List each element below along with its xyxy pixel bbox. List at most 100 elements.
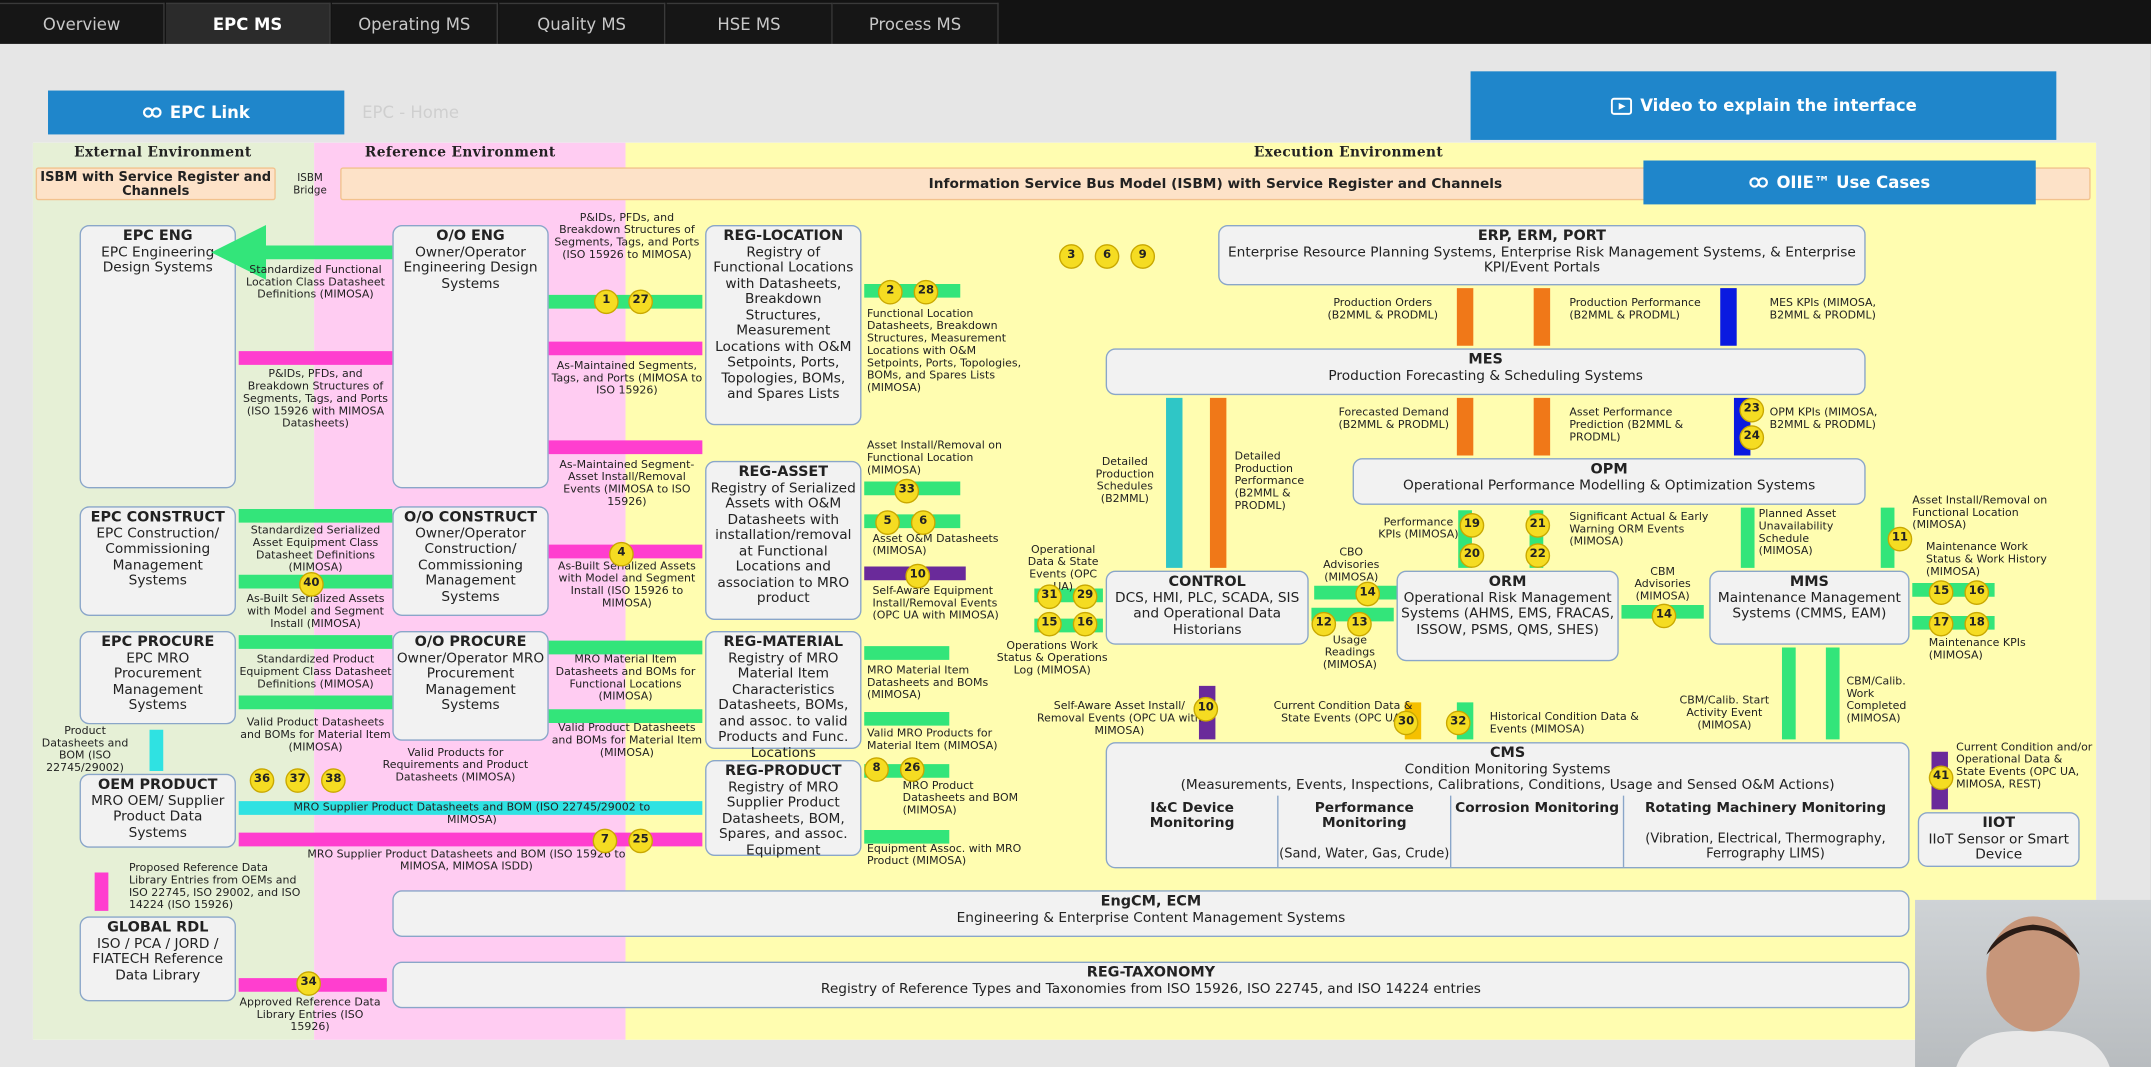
use-case-badge-9[interactable]: 9	[1130, 244, 1156, 269]
label-asset-om-datasheets: Asset O&M Datasheets (MIMOSA)	[872, 532, 999, 557]
label-as-built-mimosa: As-Built Serialized Assets with Model an…	[246, 592, 385, 630]
use-case-badge-10[interactable]: 10	[1193, 696, 1219, 722]
epc-architecture-diagram: External Environment Reference Environme…	[32, 142, 2097, 1040]
use-case-badge-7[interactable]: 7	[592, 828, 618, 854]
use-case-badge-15[interactable]: 15	[1037, 611, 1062, 637]
use-case-badge-16[interactable]: 16	[1964, 580, 1990, 605]
tab-quality-ms[interactable]: Quality MS	[499, 2, 666, 44]
use-case-badge-2[interactable]: 2	[877, 279, 903, 305]
use-case-badge-10[interactable]: 10	[905, 563, 931, 589]
label-asset-install-mms: Asset Install/Removal on Functional Loca…	[1912, 493, 2048, 531]
use-case-badge-14[interactable]: 14	[1355, 581, 1381, 607]
video-button[interactable]: Video to explain the interface	[1470, 71, 2057, 140]
label-production-orders: Production Orders (B2MML & PRODML)	[1327, 296, 1439, 322]
label-pids-mimosa: P&IDs, PFDs, and Breakdown Structures of…	[243, 367, 388, 430]
use-case-badge-34[interactable]: 34	[296, 971, 322, 996]
use-case-badge-25[interactable]: 25	[628, 828, 653, 854]
tab-hse-ms[interactable]: HSE MS	[666, 2, 833, 44]
use-case-badge-12[interactable]: 12	[1311, 611, 1337, 637]
use-case-badge-38[interactable]: 38	[321, 768, 346, 793]
use-case-badge-8[interactable]: 8	[864, 757, 889, 782]
use-case-badge-21[interactable]: 21	[1525, 513, 1551, 538]
use-case-badge-15[interactable]: 15	[1928, 580, 1954, 605]
use-case-badge-13[interactable]: 13	[1347, 611, 1372, 637]
use-case-badge-23[interactable]: 23	[1739, 397, 1765, 423]
label-proposed-rdl: Proposed Reference Data Library Entries …	[128, 861, 301, 911]
label-planned-unavailability: Planned Asset Unavailability Schedule (M…	[1758, 507, 1837, 557]
label-valid-mro-products: Valid MRO Products for Material Item (MI…	[866, 727, 998, 752]
label-as-built-iso: As-Built Serialized Assets with Model an…	[557, 559, 696, 610]
use-cases-button[interactable]: OIIE™ Use Cases	[1643, 160, 2036, 205]
use-cases-label: OIIE™ Use Cases	[1776, 172, 1931, 193]
use-case-badge-3[interactable]: 3	[1059, 244, 1084, 269]
cms-box: CMS Condition Monitoring Systems (Measur…	[1105, 742, 1910, 869]
use-case-badge-36[interactable]: 36	[249, 768, 275, 793]
link-icon	[142, 107, 162, 118]
label-valid-product-left: Valid Product Datasheets and BOMs for Ma…	[240, 716, 391, 754]
epc-link-button[interactable]: EPC Link	[48, 90, 345, 135]
presenter-webcam	[1915, 899, 2151, 1067]
label-mro-supplier-iso15926: MRO Supplier Product Datasheets and BOM …	[307, 847, 626, 873]
use-case-badge-30[interactable]: 30	[1393, 710, 1419, 736]
use-case-badge-28[interactable]: 28	[913, 279, 939, 305]
label-production-performance: Production Performance (B2MML & PRODML)	[1569, 296, 1701, 322]
label-equipment-assoc: Equipment Assoc. with MRO Product (MIMOS…	[866, 842, 1022, 867]
use-case-badge-31[interactable]: 31	[1037, 584, 1062, 610]
label-mro-supplier-iso22745: MRO Supplier Product Datasheets and BOM …	[293, 801, 651, 826]
use-case-badge-41[interactable]: 41	[1928, 765, 1954, 791]
use-case-badge-16[interactable]: 16	[1072, 611, 1098, 637]
epc-home-link[interactable]: EPC - Home	[362, 102, 459, 123]
use-case-badge-27[interactable]: 27	[628, 289, 653, 315]
use-case-badge-20[interactable]: 20	[1459, 543, 1485, 568]
use-case-badge-33[interactable]: 33	[894, 478, 920, 504]
use-case-badge-18[interactable]: 18	[1964, 611, 1990, 637]
label-maintenance-work-status: Maintenance Work Status & Work History (…	[1926, 540, 2047, 578]
use-case-badge-19[interactable]: 19	[1459, 513, 1485, 538]
use-case-badge-22[interactable]: 22	[1525, 543, 1551, 568]
tab-process-ms[interactable]: Process MS	[832, 2, 999, 44]
tab-operating-ms[interactable]: Operating MS	[331, 2, 498, 44]
label-cbm-start: CBM/Calib. Start Activity Event (MIMOSA)	[1679, 694, 1770, 732]
external-header: External Environment	[74, 145, 252, 161]
use-case-badge-37[interactable]: 37	[285, 768, 311, 793]
performance-monitoring: Performance Monitoring(Sand, Water, Gas,…	[1277, 795, 1450, 867]
label-current-condition-iiot: Current Condition and/or Operational Dat…	[1956, 740, 2093, 791]
label-significant-orm-events: Significant Actual & Early Warning ORM E…	[1569, 510, 1709, 548]
label-asset-performance-prediction: Asset Performance Prediction (B2MML & PR…	[1569, 406, 1684, 444]
use-case-badge-14[interactable]: 14	[1651, 603, 1677, 629]
label-performance-kpis: Performance KPIs (MIMOSA)	[1378, 515, 1459, 541]
use-case-badge-32[interactable]: 32	[1445, 710, 1471, 736]
tab-epc-ms[interactable]: EPC MS	[165, 2, 331, 44]
use-case-badge-5[interactable]: 5	[875, 510, 900, 536]
use-case-badge-11[interactable]: 11	[1887, 526, 1913, 552]
use-case-badge-6[interactable]: 6	[910, 510, 936, 536]
use-case-badge-4[interactable]: 4	[609, 541, 634, 567]
isbm-left-box: ISBM with Service Register and Channels	[35, 167, 276, 201]
use-case-badge-1[interactable]: 1	[593, 289, 619, 315]
tab-overview[interactable]: Overview	[0, 2, 165, 44]
label-valid-products-req: Valid Products for Requirements and Prod…	[382, 746, 529, 784]
use-case-badge-6[interactable]: 6	[1094, 244, 1120, 269]
use-case-badge-29[interactable]: 29	[1072, 584, 1098, 610]
use-case-badge-40[interactable]: 40	[299, 572, 324, 597]
label-mro-product-datasheets: MRO Product Datasheets and BOM (MIMOSA)	[902, 779, 1019, 817]
label-self-aware-equipment: Self-Aware Equipment Install/Removal Eve…	[872, 584, 999, 622]
use-case-badge-17[interactable]: 17	[1928, 611, 1954, 637]
use-case-badge-24[interactable]: 24	[1739, 425, 1765, 450]
use-case-badge-26[interactable]: 26	[899, 757, 925, 782]
label-historical-condition: Historical Condition Data & Events (MIMO…	[1489, 710, 1639, 736]
label-as-maintained-install: As-Maintained Segment-Asset Install/Remo…	[559, 458, 695, 508]
label-product-datasheets: Product Datasheets and BOM (ISO 22745/29…	[41, 724, 129, 774]
